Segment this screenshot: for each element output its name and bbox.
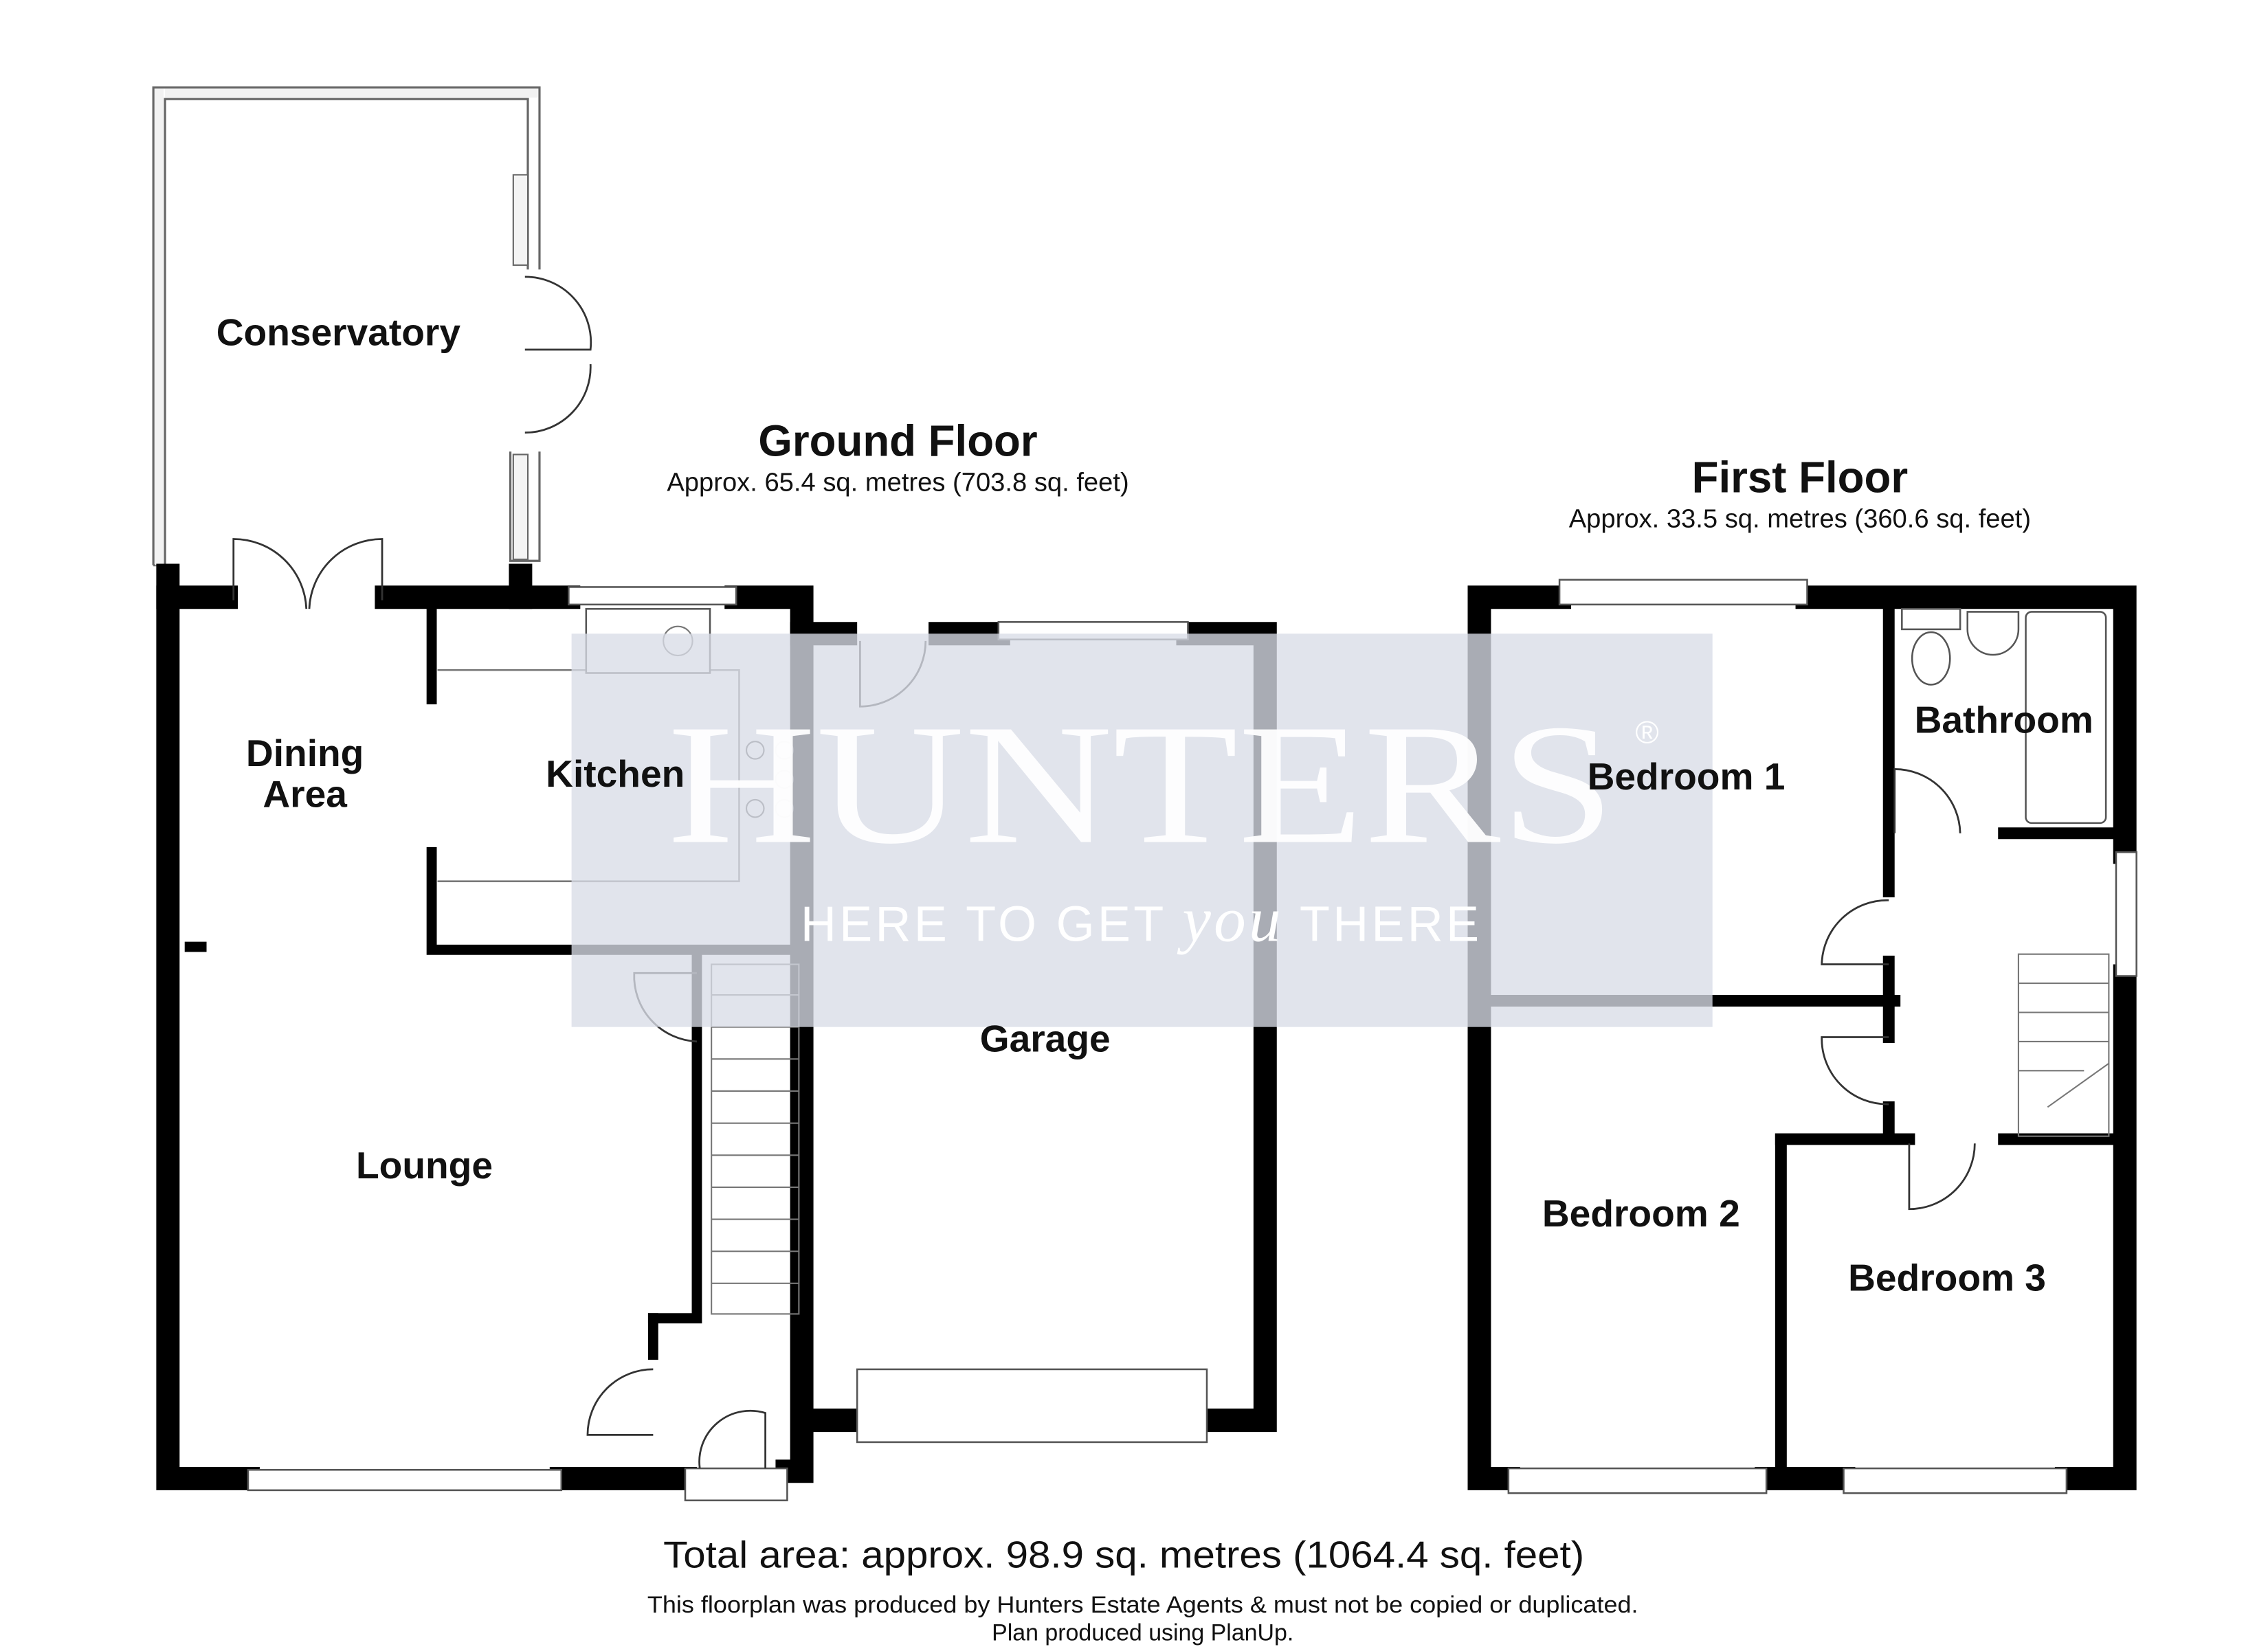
room-label-bathroom: Bathroom	[1915, 698, 2093, 741]
garage-door	[856, 1368, 1208, 1444]
basin	[1966, 611, 2020, 656]
first-floor-plan	[1467, 579, 2137, 1494]
room-label-area: Area	[263, 773, 347, 816]
bedroom1-door	[1821, 899, 1889, 965]
conservatory-frame	[152, 86, 541, 567]
first-floor-title: First Floor	[1692, 453, 1908, 502]
ground-floor-area: Approx. 65.4 sq. metres (703.8 sq. feet)	[667, 467, 1129, 497]
room-label-bedroom2: Bedroom 2	[1542, 1192, 1740, 1235]
toilet	[1911, 631, 1951, 686]
hunters-watermark: HUNTERS ® HERE TO GET you THERE	[571, 633, 1713, 1027]
lounge-window	[247, 1468, 563, 1492]
bedroom2-door	[1821, 1036, 1889, 1106]
landing-window	[2115, 851, 2137, 977]
disclaimer: This floorplan was produced by Hunters E…	[647, 1592, 1638, 1618]
first-floor-area: Approx. 33.5 sq. metres (360.6 sq. feet)	[1569, 504, 2031, 533]
room-label-conservatory: Conservatory	[216, 311, 461, 353]
porch-door	[586, 1368, 766, 1469]
first-stairs	[2017, 953, 2110, 1137]
watermark-brand: HUNTERS	[668, 689, 1615, 879]
total-area: Total area: approx. 98.9 sq. metres (106…	[663, 1533, 1584, 1575]
kitchen-window	[568, 586, 737, 606]
dining-door	[232, 538, 383, 609]
room-label-lounge: Lounge	[356, 1144, 493, 1187]
bedroom2-window	[1507, 1467, 1768, 1494]
bath	[2025, 611, 2107, 824]
conservatory-door	[524, 276, 592, 434]
bedroom3-window	[1843, 1467, 2068, 1494]
watermark-registered: ®	[1635, 714, 1658, 750]
bedroom1-window	[1558, 579, 1808, 606]
room-label-kitchen: Kitchen	[546, 752, 685, 795]
room-label-bedroom1: Bedroom 1	[1588, 755, 1786, 798]
bedroom3-door	[1908, 1143, 1976, 1211]
room-label-bedroom3: Bedroom 3	[1848, 1256, 2046, 1299]
ground-floor-title: Ground Floor	[758, 417, 1037, 466]
bathroom-door	[1893, 768, 1961, 833]
watermark-tagline: HERE TO GET you THERE	[801, 885, 1482, 956]
credit: Plan produced using PlanUp.	[992, 1619, 1293, 1646]
room-label-garage: Garage	[980, 1018, 1111, 1060]
room-label-dining: Dining	[246, 732, 364, 774]
